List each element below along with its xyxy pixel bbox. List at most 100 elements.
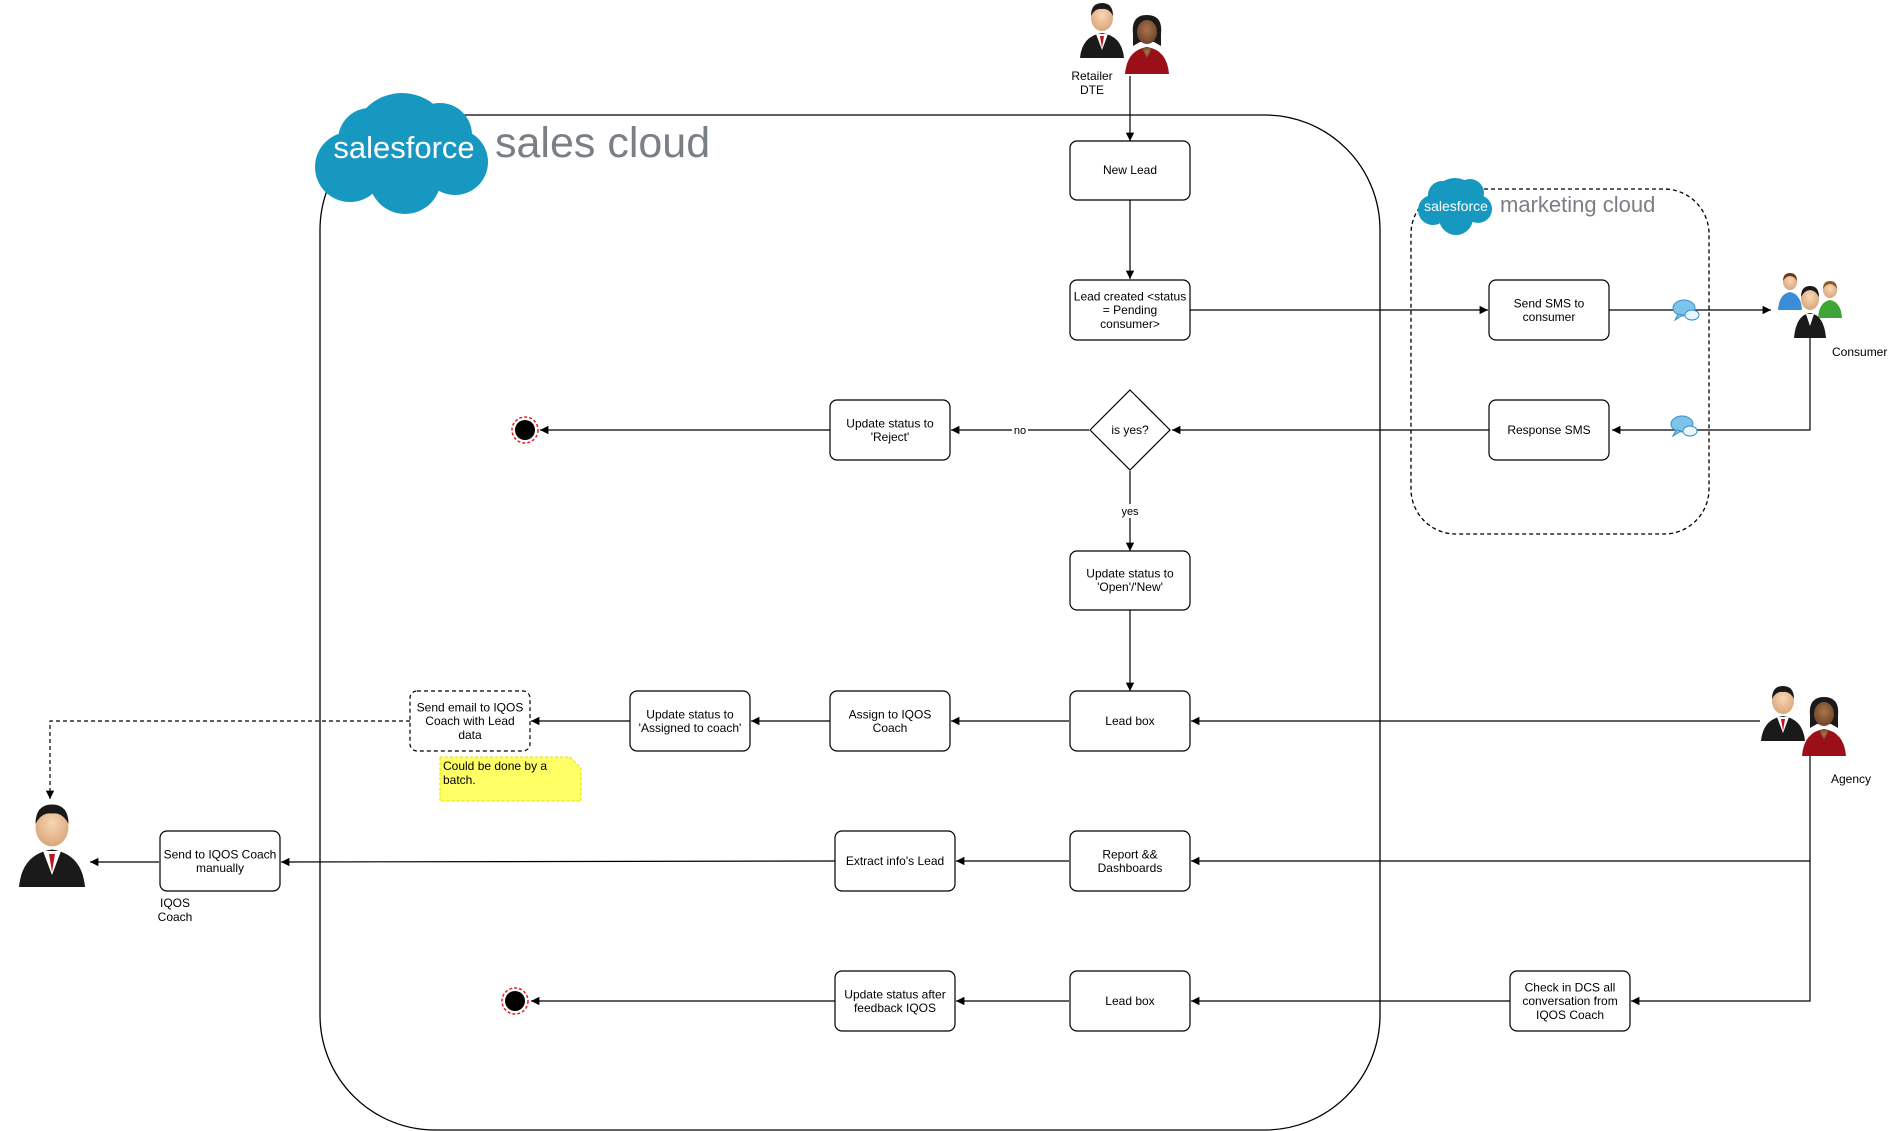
svg-text:Report &&Dashboards: Report &&Dashboards — [1098, 847, 1163, 875]
text-line: 'Reject' — [871, 430, 910, 444]
text-line: data — [458, 728, 482, 742]
businesswoman-icon — [1802, 697, 1846, 756]
text-line: Consumer — [1832, 345, 1887, 359]
node-decision-is-yes[interactable]: is yes? — [1089, 389, 1171, 471]
consumer-label: Consumer — [1832, 345, 1887, 359]
node-lead-box-1[interactable]: Lead box — [1069, 690, 1191, 752]
consumer-actor-icon: Consumer — [1778, 273, 1887, 359]
node-update-reject[interactable]: Update status to'Reject' — [829, 399, 951, 461]
svg-text:Extract info's Lead: Extract info's Lead — [846, 854, 944, 868]
text-line: 'Open'/'New' — [1097, 580, 1163, 594]
text-line: Coach — [873, 721, 908, 735]
salesforce-marketing-cloud-logo: salesforce marketing cloud — [1418, 178, 1655, 235]
svg-text:Lead box: Lead box — [1105, 994, 1154, 1008]
node-report-dashboards[interactable]: Report &&Dashboards — [1069, 830, 1191, 892]
text-line: Send email to IQOS — [417, 700, 524, 714]
text-line: is yes? — [1111, 423, 1149, 437]
text-line: 'Assigned to coach' — [639, 721, 742, 735]
text-line: Dashboards — [1098, 861, 1163, 875]
text-line: Assign to IQOS — [849, 707, 932, 721]
marketing-cloud-container — [1410, 188, 1710, 535]
node-response-sms[interactable]: Response SMS — [1488, 399, 1610, 461]
edge-label-no: no — [1012, 423, 1028, 437]
text-line: Extract info's Lead — [846, 854, 944, 868]
edge-agency-report — [1191, 756, 1811, 866]
text-line: = Pending — [1103, 303, 1157, 317]
edge-email-coach — [45, 720, 410, 799]
text-line: DTE — [1080, 83, 1104, 97]
text-line: Coach with Lead — [425, 714, 514, 728]
text-line: Lead box — [1105, 994, 1154, 1008]
text-line: consumer — [1523, 310, 1576, 324]
text-line: Send to IQOS Coach — [164, 847, 277, 861]
text-line: conversation from — [1522, 994, 1617, 1008]
text-line: IQOS — [160, 896, 190, 910]
businessman-icon — [1080, 3, 1124, 58]
text-line: batch. — [443, 773, 476, 787]
text-line: Lead created <status — [1074, 289, 1186, 303]
text-line: Lead box — [1105, 714, 1154, 728]
text-line: Agency — [1831, 772, 1871, 786]
svg-text:yes: yes — [1121, 506, 1139, 518]
node-update-open[interactable]: Update status to'Open'/'New' — [1069, 550, 1191, 611]
svg-text:no: no — [1014, 425, 1026, 437]
svg-text:Update status to'Open'/'New': Update status to'Open'/'New' — [1086, 566, 1174, 594]
text-line: Could be done by a — [443, 759, 547, 773]
text-line: Report && — [1102, 847, 1157, 861]
salesforce-sales-cloud-logo: salesforce sales cloud — [315, 93, 710, 214]
node-extract-info[interactable]: Extract info's Lead — [834, 830, 956, 892]
svg-text:is yes?: is yes? — [1111, 423, 1149, 437]
chat-bubble-icon — [1672, 299, 1700, 322]
svg-text:Update status to'Reject': Update status to'Reject' — [846, 416, 934, 444]
sales-cloud-product-name: sales cloud — [495, 119, 710, 167]
end-node-reject — [511, 416, 539, 444]
svg-text:Update status to'Assigned to c: Update status to'Assigned to coach' — [639, 707, 742, 735]
edge-extract-manual — [280, 857, 836, 867]
text-line: consumer> — [1100, 317, 1160, 331]
svg-text:Lead box: Lead box — [1105, 714, 1154, 728]
node-new-lead[interactable]: New Lead — [1069, 140, 1191, 201]
end-node-feedback — [501, 987, 529, 1015]
node-lead-box-2[interactable]: Lead box — [1069, 970, 1191, 1032]
text-line: IQOS Coach — [1536, 1008, 1604, 1022]
text-line: Send SMS to — [1514, 296, 1585, 310]
text-line: Update status to — [846, 416, 934, 430]
text-line: feedback IQOS — [854, 1001, 936, 1015]
sales-cloud-container — [319, 114, 1381, 1131]
businessman-icon — [1761, 686, 1805, 741]
marketing-cloud-product-name: marketing cloud — [1500, 192, 1655, 217]
text-line: manually — [196, 861, 244, 875]
edge-label-yes: yes — [1118, 504, 1142, 518]
text-line: Check in DCS all — [1525, 980, 1616, 994]
agency-actor-icon: Agency — [1761, 686, 1871, 786]
text-line: Update status to — [1086, 566, 1174, 580]
chat-bubble-icon — [1670, 415, 1698, 438]
businessman-icon — [19, 804, 85, 887]
node-update-assigned[interactable]: Update status to'Assigned to coach' — [629, 690, 751, 752]
text-line: Response SMS — [1507, 423, 1590, 437]
salesforce-cloud-icon — [315, 93, 488, 214]
svg-text:Response SMS: Response SMS — [1507, 423, 1590, 437]
sales-cloud-brand-word: salesforce — [333, 130, 474, 165]
text-line: Update status to — [646, 707, 734, 721]
